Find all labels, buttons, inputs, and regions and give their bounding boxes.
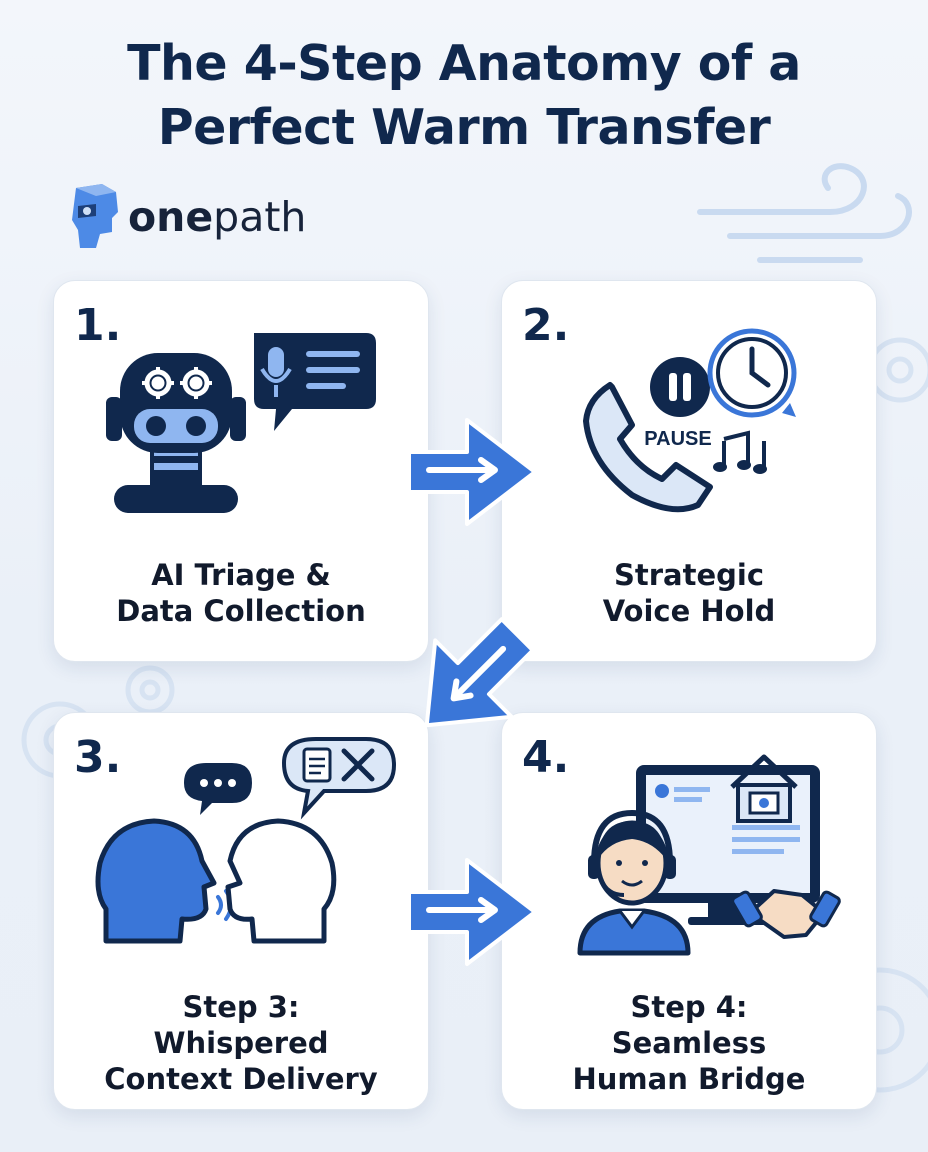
step-label-line-1: Step 4: <box>630 990 748 1024</box>
step-number: 2. <box>522 300 570 351</box>
step-label: Step 3: Whispered Context Delivery <box>68 989 414 1097</box>
music-notes-icon <box>713 430 767 474</box>
step-card-4: 4. <box>501 712 877 1110</box>
step-number: 1. <box>74 300 122 351</box>
step-1-illustration <box>106 333 376 513</box>
listening-head-icon <box>225 818 337 944</box>
title-line-1: The 4-Step Anatomy of a <box>127 35 801 92</box>
step-number: 3. <box>74 732 122 783</box>
step-label-line-2: Seamless <box>611 1026 767 1060</box>
step-label: Step 4: Seamless Human Bridge <box>516 989 862 1097</box>
step-3-illustration <box>95 737 397 944</box>
onepath-head-logo-icon <box>72 184 118 248</box>
agent-headset-icon <box>577 809 691 956</box>
pause-text: PAUSE <box>644 428 711 450</box>
document-tools-bubble-icon <box>281 737 397 820</box>
brand-name-light: path <box>213 193 307 241</box>
brand-name-bold: one <box>128 193 214 241</box>
handshake-icon <box>731 889 841 939</box>
robot-head-icon <box>106 353 246 513</box>
step-label-line-2: Whispered <box>153 1026 329 1060</box>
step-card-1: 1. <box>53 280 429 662</box>
step-label-line-3: Context Delivery <box>104 1062 378 1096</box>
speaking-head-icon <box>95 818 217 944</box>
pause-icon <box>650 357 710 417</box>
step-label-line-1: AI Triage & <box>151 558 331 592</box>
step-4-illustration <box>577 754 841 956</box>
step-label-line-3: Human Bridge <box>572 1062 806 1096</box>
ellipsis-bubble-icon <box>184 763 252 815</box>
gears-icon <box>142 367 212 399</box>
step-label: AI Triage & Data Collection <box>68 557 414 629</box>
step-card-2: 2. PAUSE Strategic Voice Hold <box>501 280 877 662</box>
step-label-line-2: Data Collection <box>116 594 366 628</box>
arrow-step-2-to-3 <box>424 617 535 728</box>
step-label-line-1: Step 3: <box>182 990 300 1024</box>
step-label-line-2: Voice Hold <box>602 594 776 628</box>
title-line-2: Perfect Warm Transfer <box>157 99 771 156</box>
step-number: 4. <box>522 732 570 783</box>
step-label-line-1: Strategic <box>613 558 765 592</box>
step-card-3: 3. Step 3: Whispered Context Delivery <box>53 712 429 1110</box>
microphone-chat-bubble-icon <box>254 333 376 431</box>
arrow-step-3-to-4 <box>407 858 537 966</box>
page-title: The 4-Step Anatomy of a Perfect Warm Tra… <box>0 32 928 160</box>
wind-lines-decoration <box>697 163 912 263</box>
house-icon <box>730 754 798 823</box>
brand-name: onepath <box>128 192 306 242</box>
clock-icon <box>707 328 797 418</box>
step-label: Strategic Voice Hold <box>516 557 862 629</box>
arrow-step-1-to-2 <box>407 418 537 526</box>
step-2-illustration: PAUSE <box>583 328 797 513</box>
phone-handset-icon <box>583 382 713 513</box>
